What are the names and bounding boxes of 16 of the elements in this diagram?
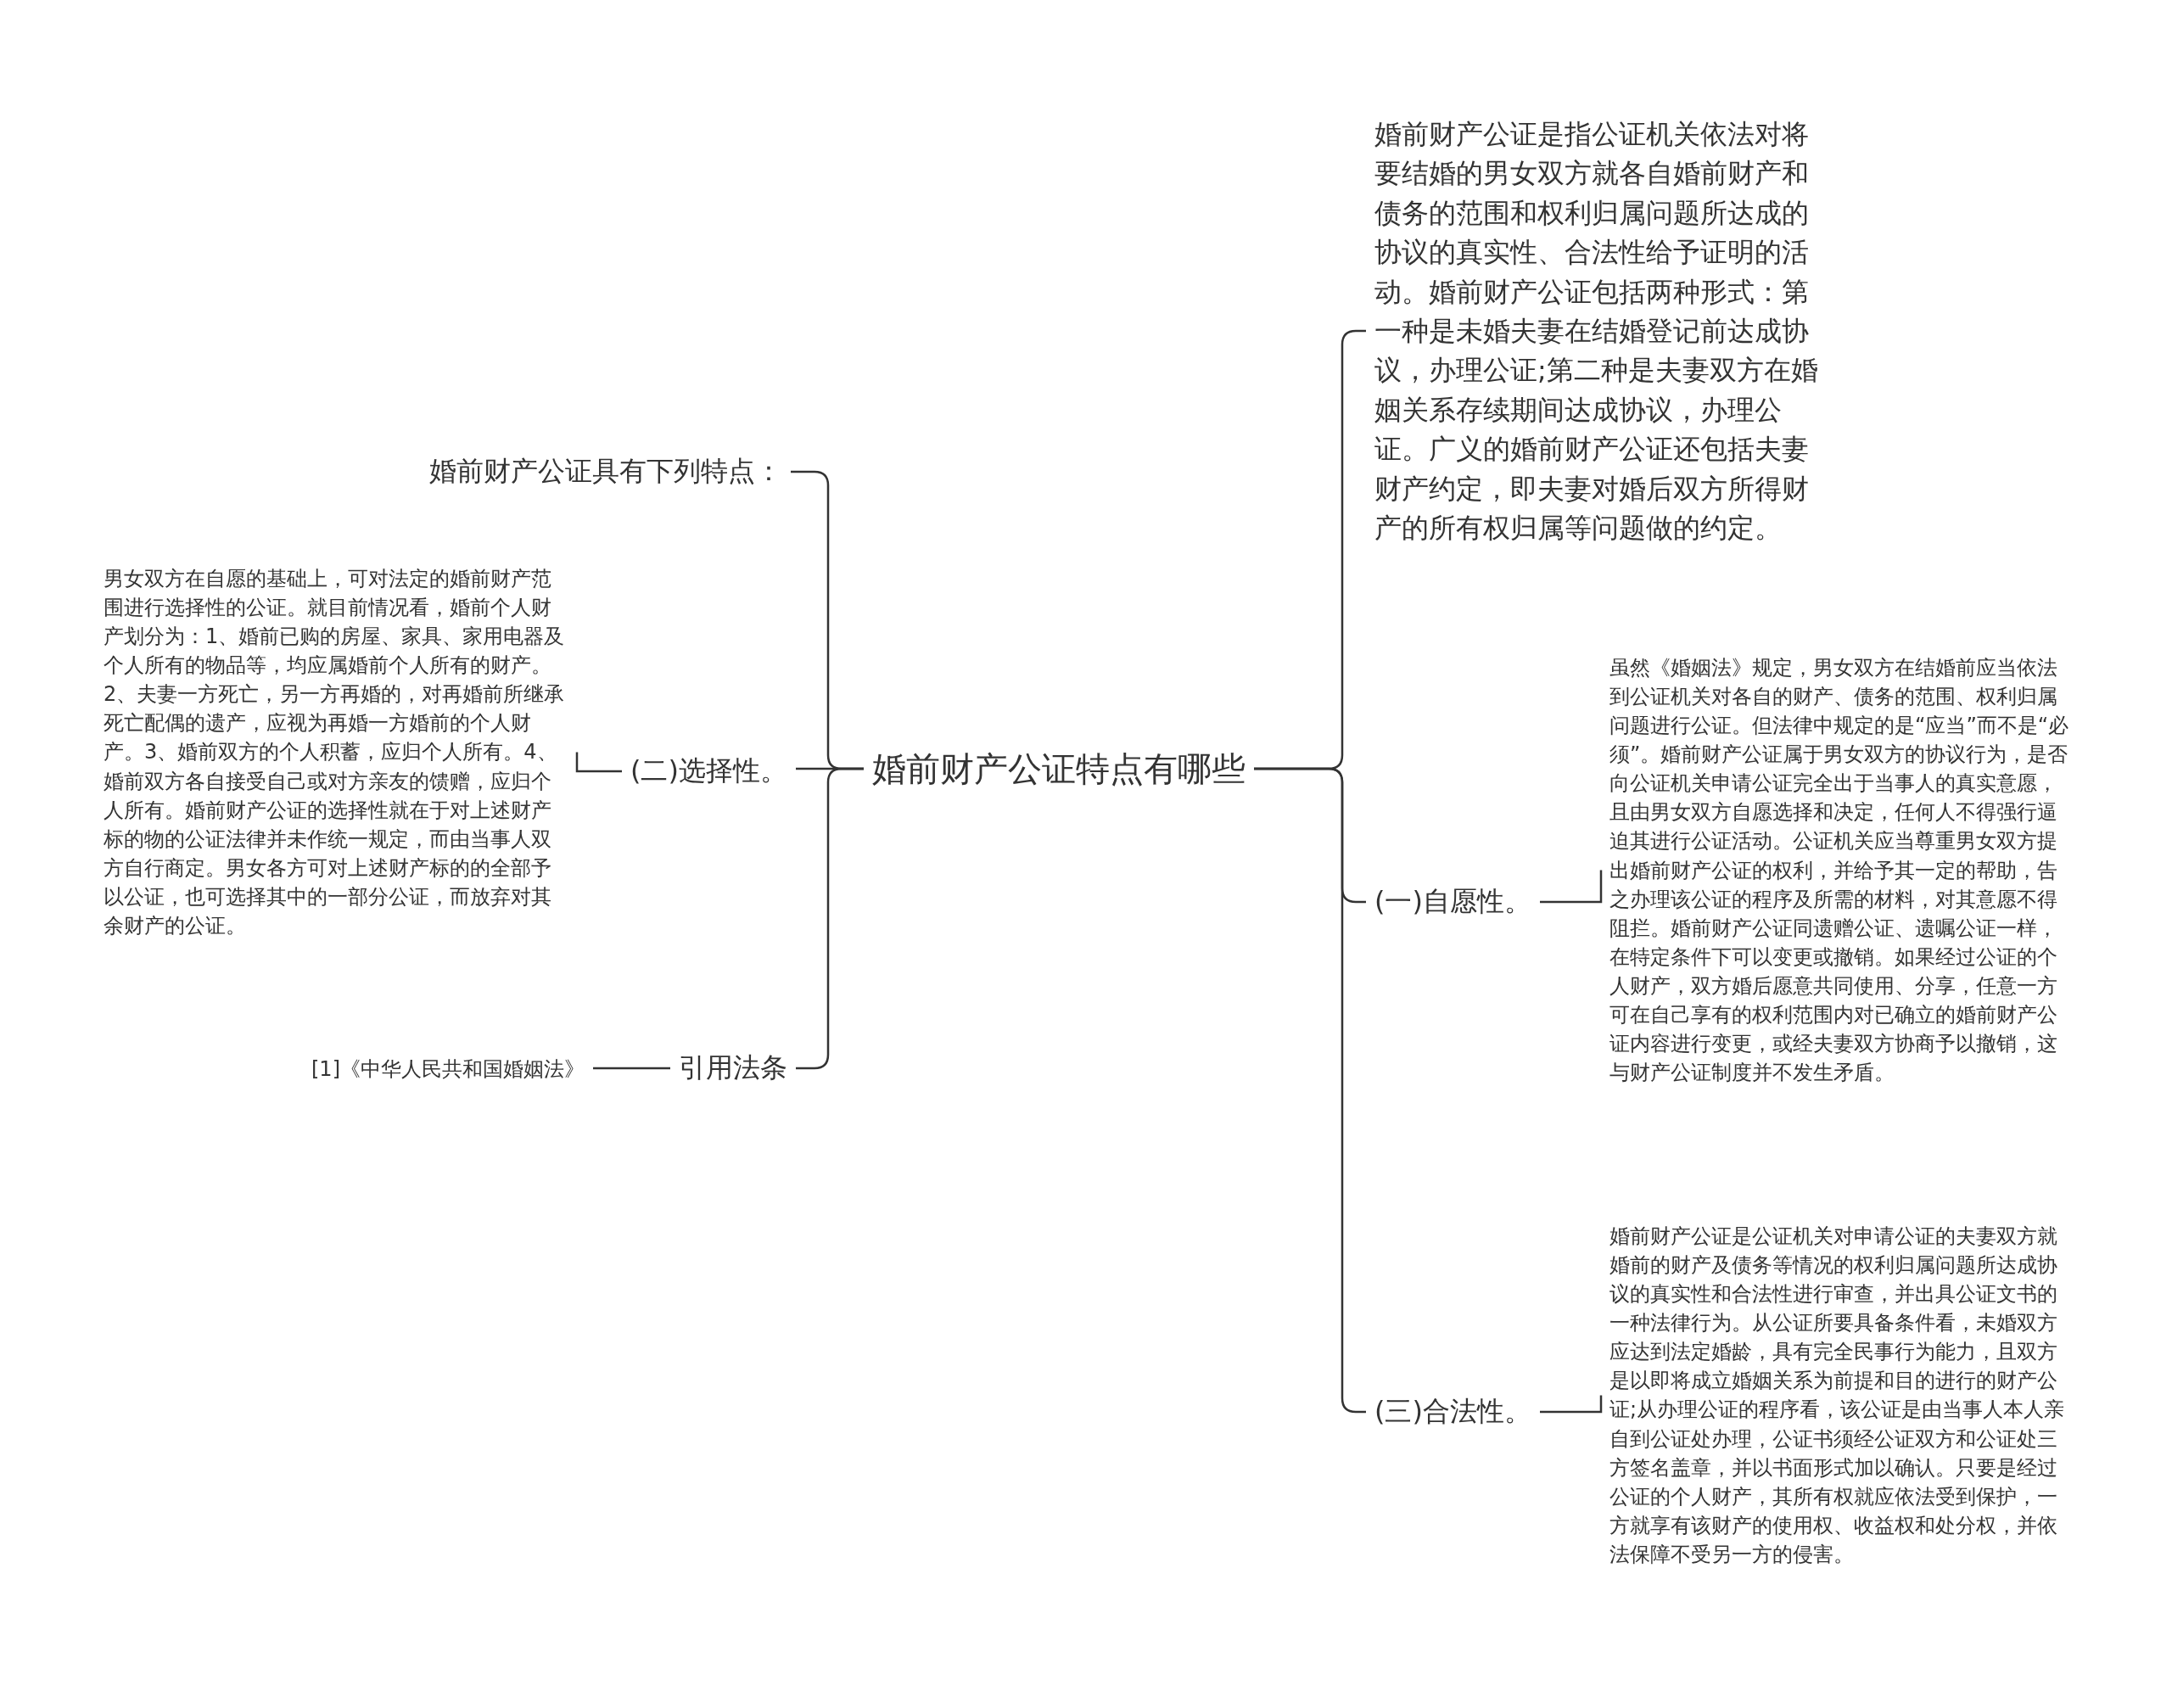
- connector-line: [593, 1067, 670, 1070]
- branch-topic: 引用法条: [679, 1050, 787, 1086]
- detail-text: 虽然《婚姻法》规定，男女双方在结婚前应当依法到公证机关对各自的财产、债务的范围、权利归属问题进行公证。但法律中规定的是“应当”而不是“必须”。婚前财产公证属于男女双方的协议行为，是否向公证机关申请公证完全出于当事人的真实意愿，且由男女双方自愿选择和决定，任何人不得强行逼迫其进行公证活动。公证机关应当尊重男女双方提出婚前财产公证的权利，并给予其一定的帮助，告之办理该公证的程序及所需的材料，对其意愿不得阻拦。婚前财产公证同遗赠公证、遗嘱公证一样，在特定条件下可以变更或撤销。如果经过公证的个人财产，双方婚后愿意共同使用、分享，任意一方可在自己享有的权利范围内对已确立的婚前财产公证内容进行变更，或经夫妻双方协商予以撤销，这与财产公证制度并不发生矛盾。: [1609, 653, 2074, 1088]
- branch-topic: 婚前财产公证具有下列特点：: [399, 454, 782, 490]
- connector-line: [1540, 1395, 1603, 1414]
- detail-text: 男女双方在自愿的基础上，可对法定的婚前财产范围进行选择性的公证。就目前情况看，婚前个人财产划分为：1、婚前已购的房屋、家具、家用电器及个人所有的物品等，均应属婚前个人所有的财产。2、夫妻一方死亡，另一方再婚的，对再婚前所继承死亡配偶的遗产，应视为再婚一方婚前的个人财产。3、婚前双方的个人积蓄，应归个人所有。4、婚前双方各自接受自己或对方亲友的馈赠，应归个人所有。婚前财产公证的选择性就在于对上述财产标的物的公证法律并未作统一规定，而由当事人双方自行商定。男女各方可对上述财产标的的全部予以公证，也可选择其中的一部分公证，而放弃对其余财产的公证。: [104, 564, 568, 940]
- connector-line: [1540, 870, 1603, 904]
- branch-topic: (一)自愿性。: [1374, 884, 1531, 920]
- branch-topic: (二)选择性。: [630, 753, 787, 789]
- reference-text: [1]《中华人民共和国婚姻法》: [311, 1056, 585, 1084]
- branch-topic: (三)合法性。: [1374, 1394, 1531, 1430]
- connector-line: [796, 767, 864, 1070]
- connector-line: [575, 752, 622, 773]
- detail-text: 婚前财产公证是公证机关对申请公证的夫妻双方就婚前的财产及债务等情况的权利归属问题所达成协议的真实性和合法性进行审查，并出具公证文书的一种法律行为。从公证所要具备条件看，未婚双方应达到法定婚龄，具有完全民事行为能力，且双方是以即将成立婚姻关系为前提和目的进行的财产公证;从办理公证的程序看，该公证是由当事人本人亲自到公证处办理，公证书须经公证双方和公证处三方签名盖章，并以书面形式加以确认。只要是经过公证的个人财产，其所有权就应依法受到保护，一方就享有该财产的使用权、收益权和处分权，并依法保障不受另一方的侵害。: [1609, 1222, 2074, 1569]
- central-topic: 婚前财产公证特点有哪些: [872, 747, 1246, 791]
- definition-text: 婚前财产公证是指公证机关依法对将要结婚的男女双方就各自婚前财产和债务的范围和权利归属问题所达成的协议的真实性、合法性给予证明的活动。婚前财产公证包括两种形式：第一种是未婚夫妻在结婚登记前达成协议，办理公证;第二种是夫妻双方在婚姻关系存续期间达成协议，办理公证。广义的婚前财产公证还包括夫妻财产约定，即夫妻对婚后双方所得财产的所有权归属等问题做的约定。: [1374, 115, 1833, 548]
